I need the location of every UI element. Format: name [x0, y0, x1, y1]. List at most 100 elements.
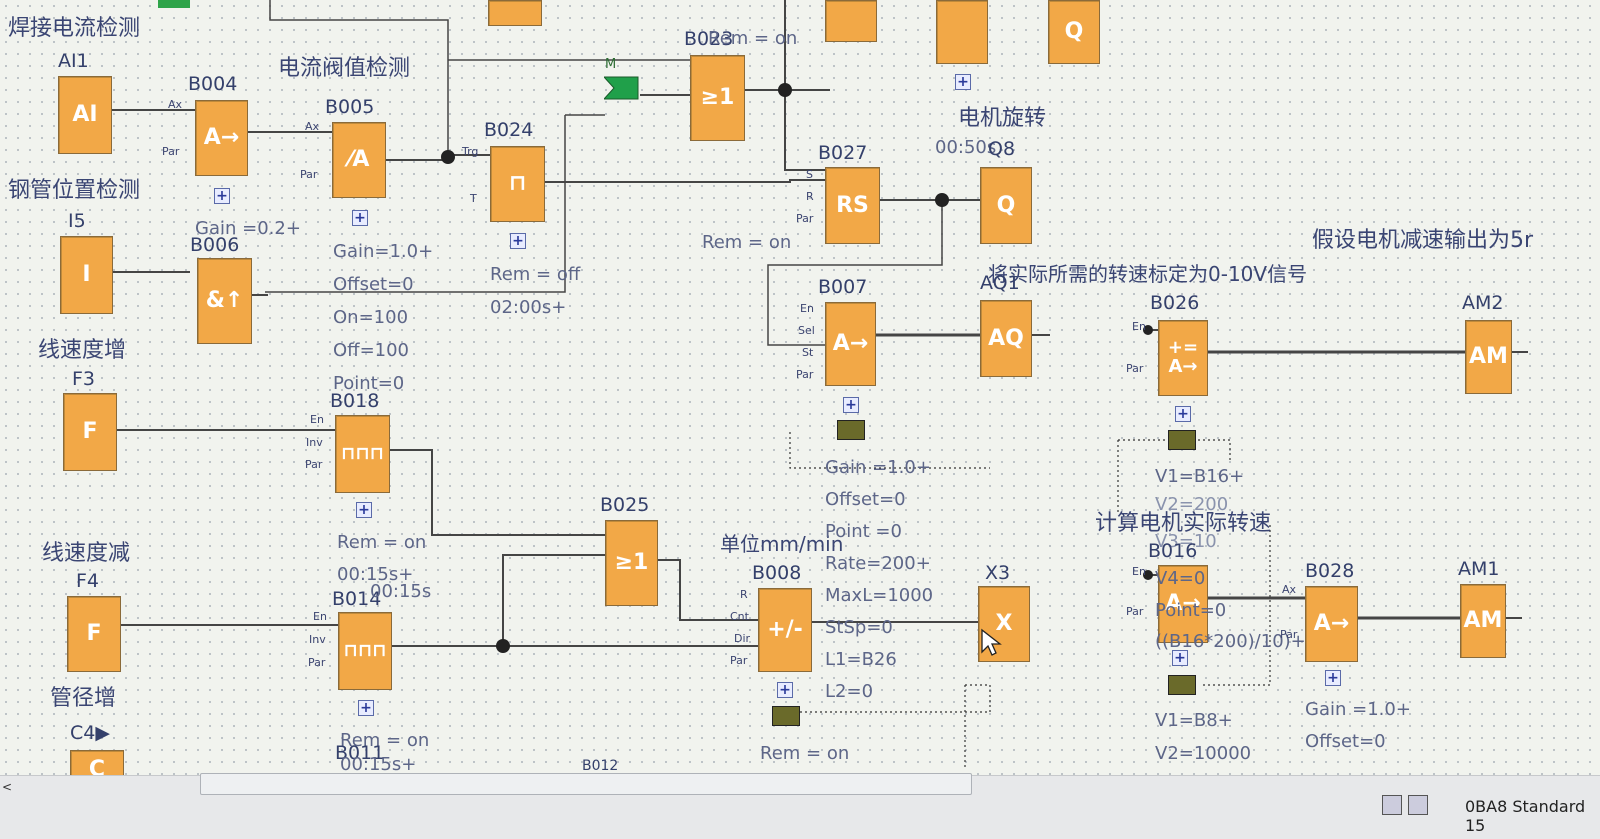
b008-pin-r: R	[740, 588, 748, 601]
block-ai1[interactable]: AI	[58, 76, 112, 154]
block-am2[interactable]: AM	[1465, 320, 1512, 394]
block-b004[interactable]: A→	[195, 100, 248, 176]
b005-param-4: Point=0	[333, 373, 405, 394]
block-b007[interactable]: A→	[825, 302, 876, 386]
io-status-icon[interactable]	[1382, 795, 1402, 815]
label-line-speed-dec: 线速度减	[42, 541, 131, 566]
b007-param-7: L2=0	[825, 681, 874, 702]
b006-name: B006	[190, 234, 240, 256]
b024-expand-icon[interactable]: +	[510, 233, 526, 249]
block-b026[interactable]: += A→	[1158, 320, 1208, 396]
b016-name: B016	[1148, 540, 1198, 562]
b007-param-3: Rate=200+	[825, 553, 931, 574]
f4-symbol: F	[86, 621, 102, 647]
b027-pin-par: Par	[796, 212, 814, 225]
b005-param-3: Off=100	[333, 340, 410, 361]
b016-pin-par: Par	[1126, 605, 1144, 618]
scroll-left-arrow-icon[interactable]: <	[2, 780, 13, 794]
block-b027[interactable]: RS	[825, 167, 880, 244]
b011-param-1: 00:15s+	[340, 754, 417, 775]
b008-expand-icon[interactable]: +	[777, 682, 793, 698]
b026-flag-icon[interactable]	[1168, 430, 1196, 450]
block-b014[interactable]: ⊓⊓⊓	[338, 612, 392, 690]
b018-expand-icon[interactable]: +	[356, 502, 372, 518]
f4-name: F4	[76, 570, 100, 592]
b024-pin-t: T	[470, 192, 477, 205]
b005-param-0: Gain=1.0+	[333, 241, 434, 262]
x3-symbol: X	[995, 611, 1013, 637]
block-b006[interactable]: &↑	[197, 258, 252, 344]
block-top-partial-1[interactable]	[488, 0, 542, 26]
b005-pin-par: Par	[300, 168, 318, 181]
block-q-top[interactable]: Q	[1048, 0, 1100, 64]
block-b025[interactable]: ≥1	[605, 520, 658, 606]
b028-pin-ax: Ax	[1282, 583, 1297, 596]
b018-param-1: 00:15s+	[337, 564, 414, 585]
block-i5[interactable]: I	[60, 236, 113, 314]
block-top-partial-3[interactable]	[936, 0, 988, 64]
b016-expand-icon[interactable]: +	[1172, 650, 1188, 666]
b004-symbol: A→	[203, 125, 240, 151]
b005-pin-ax: Ax	[305, 120, 320, 133]
horizontal-scrollbar[interactable]	[200, 773, 972, 795]
block-am1[interactable]: AM	[1460, 584, 1506, 658]
block-b028[interactable]: A→	[1305, 586, 1358, 662]
block-f3[interactable]: F	[63, 393, 117, 471]
b026-pin-par: Par	[1126, 362, 1144, 375]
b004-name: B004	[188, 73, 238, 95]
expand-top-icon[interactable]: +	[955, 74, 971, 90]
b027-name: B027	[818, 142, 868, 164]
status-page: 15	[1465, 816, 1486, 835]
b028-expand-icon[interactable]: +	[1325, 670, 1341, 686]
b007-expand-icon[interactable]: +	[843, 397, 859, 413]
block-b005[interactable]: ⁄A	[332, 122, 386, 198]
b014-expand-icon[interactable]: +	[358, 700, 374, 716]
b026-expand-icon[interactable]: +	[1175, 406, 1191, 422]
b018-symbol: ⊓⊓⊓	[341, 442, 384, 464]
b014-param-0: 00:15s	[370, 581, 432, 602]
b008-flag-icon[interactable]	[772, 706, 800, 726]
module-status-icon[interactable]	[1408, 795, 1428, 815]
b004-expand-icon[interactable]: +	[214, 188, 230, 204]
b007-flag-icon[interactable]	[837, 420, 865, 440]
b007-param-1: Offset=0	[825, 489, 906, 510]
block-b018[interactable]: ⊓⊓⊓	[335, 415, 390, 493]
b016-pin-en: En	[1132, 565, 1146, 578]
b005-param-2: On=100	[333, 307, 409, 328]
b005-expand-icon[interactable]: +	[352, 210, 368, 226]
label-unit: 单位mm/min	[720, 532, 844, 556]
block-b008[interactable]: +/-	[758, 588, 812, 672]
am1-name: AM1	[1458, 558, 1500, 580]
b007-pin-par: Par	[796, 368, 814, 381]
b016-calc-param-1: V2=10000	[1155, 743, 1252, 764]
b024-param-1: 02:00s+	[490, 297, 567, 318]
b026-symbol: += A→	[1167, 337, 1199, 377]
label-scale-note: 将实际所需的转速标定为0-10V信号	[988, 262, 1308, 286]
block-x3[interactable]: X	[978, 586, 1030, 662]
f3-name: F3	[72, 368, 96, 390]
b024-param-0: Rem = off	[490, 264, 581, 285]
b007-param-5: StSp=0	[825, 617, 893, 638]
block-top-partial-2[interactable]	[825, 0, 877, 42]
b016-flag-icon[interactable]	[1168, 675, 1196, 695]
i5-name: I5	[68, 210, 86, 232]
block-b024[interactable]: ⊓	[490, 146, 545, 222]
i5-symbol: I	[82, 262, 91, 288]
b014-name: B014	[332, 588, 382, 610]
block-q-motor[interactable]: Q	[980, 167, 1032, 244]
b014-pin-inv: Inv	[309, 633, 326, 646]
b007-pin-sel: Sel	[798, 324, 815, 337]
b012-name: B012	[582, 758, 619, 774]
b026-pin-en: En	[1132, 320, 1146, 333]
block-b016[interactable]: A→	[1158, 565, 1208, 643]
b024-pin-trg: Trg	[462, 145, 479, 158]
block-b023[interactable]: ≥1	[690, 55, 745, 141]
m-flag-name: M	[605, 57, 617, 72]
block-aq1[interactable]: AQ	[980, 300, 1032, 377]
b007-param-4: MaxL=1000	[825, 585, 934, 606]
b018-pin-inv: Inv	[306, 436, 323, 449]
block-f4[interactable]: F	[67, 596, 121, 672]
b024-symbol: ⊓	[508, 171, 527, 197]
diagram-canvas[interactable]: 焊接电流检测 电流阀值检测 钢管位置检测 线速度增 线速度减 管径增 电机旋转 …	[0, 0, 1600, 800]
flag-icon[interactable]	[604, 74, 640, 102]
